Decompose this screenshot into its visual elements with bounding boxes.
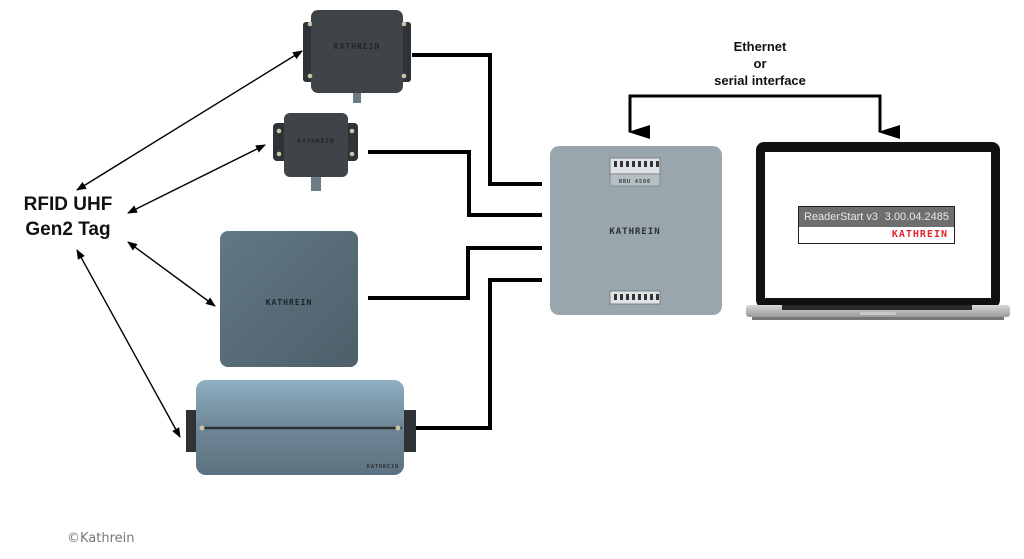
cable-antenna-4	[412, 278, 542, 430]
antenna-2-brand: KATHREIN	[298, 138, 335, 145]
software-version: 3.00.04.2485	[884, 211, 949, 223]
tag-label-line-2: Gen2 Tag	[25, 219, 111, 240]
cable-antenna-2	[368, 150, 542, 217]
antenna-1-brand: KATHREIN	[334, 42, 381, 51]
software-name: ReaderStart v3	[804, 211, 878, 223]
tag-label-line-1: RFID UHF	[23, 194, 113, 215]
interface-label-line-2: or	[753, 56, 767, 71]
cable-antenna-1	[412, 53, 542, 186]
cable-antenna-3	[368, 246, 542, 300]
copyright-notice: ©Kathrein	[67, 531, 135, 546]
interface-label-line-3: serial interface	[714, 73, 806, 88]
antenna-long-range: KATHREIN	[186, 380, 416, 475]
arrow-tag-antenna-3	[127, 241, 216, 307]
software-splash: ReaderStart v3 3.00.04.2485 KATHREIN	[798, 206, 955, 244]
antenna-mid-range-large: KATHREIN	[303, 10, 411, 103]
antenna-3-brand: KATHREIN	[266, 298, 313, 307]
software-brand-logo: KATHREIN	[891, 229, 948, 240]
reader-brand: KATHREIN	[609, 227, 660, 237]
reader-model: RRU 4500	[619, 179, 651, 185]
arrow-tag-antenna-1	[76, 50, 303, 191]
software-title-bar: ReaderStart v3 3.00.04.2485	[799, 207, 954, 227]
antenna-mid-range-small: KATHREIN	[273, 113, 358, 191]
arrow-tag-antenna-4	[76, 249, 181, 438]
interface-label: Ethernet or serial interface	[690, 38, 830, 89]
rfid-reader: RRU 4500 KATHREIN	[550, 146, 722, 315]
antenna-4-brand: KATHREIN	[367, 464, 399, 470]
rfid-tag-label: RFID UHF Gen2 Tag	[8, 192, 128, 242]
interface-connector	[628, 94, 882, 112]
interface-label-line-1: Ethernet	[733, 39, 787, 54]
arrow-tag-antenna-2	[127, 144, 266, 214]
antenna-wide-range: KATHREIN	[220, 231, 358, 367]
